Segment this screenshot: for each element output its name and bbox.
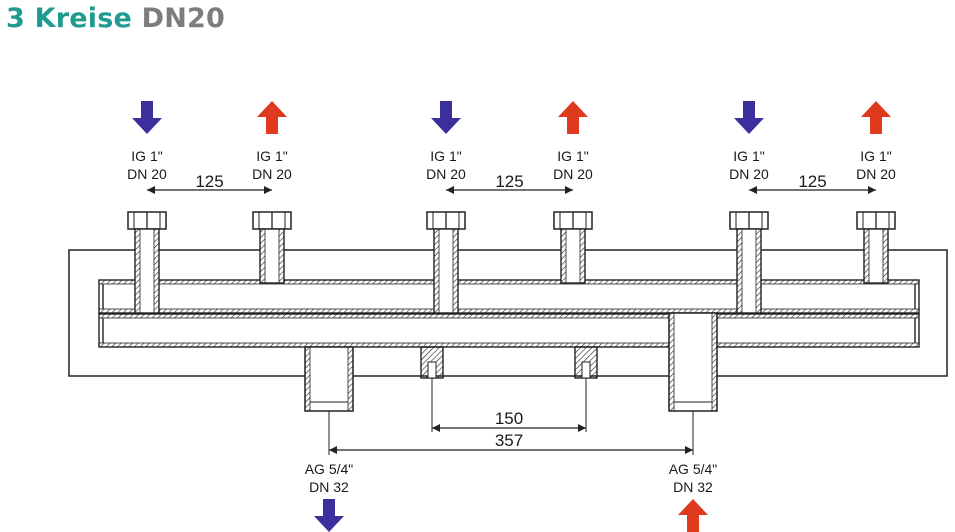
port-thread-label: AG 5/4" <box>305 461 354 477</box>
port-dn-label: DN 20 <box>252 166 292 182</box>
top-spacing-dimension-3: 125 <box>749 172 876 194</box>
port-dn-label: DN 20 <box>856 166 896 182</box>
sensor-socket-1 <box>420 346 444 379</box>
dimension-value: 125 <box>495 172 523 191</box>
dimension-value: 357 <box>495 431 523 450</box>
port-dn-label: DN 32 <box>673 479 713 495</box>
port-dn-label: DN 20 <box>426 166 466 182</box>
dimension-value: 125 <box>195 172 223 191</box>
upper-header-pipe <box>98 279 920 314</box>
housing-outline <box>68 249 948 377</box>
top-port-3: IG 1" DN 20 <box>426 101 466 314</box>
port-dn-label: DN 20 <box>553 166 593 182</box>
flow-arrow-down-icon <box>132 101 162 134</box>
main-connection-stub <box>668 312 718 412</box>
top-ports: IG 1" DN 20 IG 1" DN 20 IG 1" DN 20 IG 1" DN 20… <box>127 101 896 314</box>
top-port-1: IG 1" DN 20 <box>127 101 167 314</box>
sensor-spacing-dimension: 150 <box>432 409 586 432</box>
main-spacing-dimension: 357 <box>329 431 693 454</box>
return-arrow-up-icon <box>257 101 287 134</box>
bottom-port-2: AG 5/4" DN 32 <box>668 312 718 532</box>
top-spacing-dimension-1: 125 <box>147 172 272 194</box>
port-dn-label: DN 20 <box>127 166 167 182</box>
port-dn-label: DN 32 <box>309 479 349 495</box>
port-thread-label: IG 1" <box>557 148 588 164</box>
dimension-value: 150 <box>495 409 523 428</box>
return-arrow-up-icon <box>861 101 891 134</box>
flow-arrow-down-icon <box>734 101 764 134</box>
bottom-ports: AG 5/4" DN 32 AG 5/4" DN 32 <box>304 312 718 532</box>
flow-arrow-down-icon <box>314 499 344 532</box>
port-thread-label: IG 1" <box>733 148 764 164</box>
top-port-4: IG 1" DN 20 <box>553 101 593 284</box>
lower-header-pipe <box>98 313 920 348</box>
top-port-2: IG 1" DN 20 <box>252 101 292 284</box>
port-thread-label: IG 1" <box>131 148 162 164</box>
port-dn-label: DN 20 <box>729 166 769 182</box>
port-thread-label: IG 1" <box>430 148 461 164</box>
top-port-6: IG 1" DN 20 <box>856 101 896 284</box>
flow-arrow-down-icon <box>431 101 461 134</box>
title-circuit-count: 3 Kreise <box>6 3 132 34</box>
top-spacing-dimension-2: 125 <box>446 172 573 194</box>
port-thread-label: AG 5/4" <box>669 461 718 477</box>
title-pipe-size: DN20 <box>141 3 225 34</box>
port-thread-label: IG 1" <box>256 148 287 164</box>
main-connection-stub <box>304 346 354 412</box>
page-title: 3 Kreise DN20 <box>6 3 225 34</box>
top-port-5: IG 1" DN 20 <box>729 101 769 314</box>
port-thread-label: IG 1" <box>860 148 891 164</box>
dimensions: 125 125 125 150 357 <box>147 172 876 455</box>
return-arrow-up-icon <box>678 499 708 532</box>
sensor-socket-2 <box>574 346 598 379</box>
return-arrow-up-icon <box>558 101 588 134</box>
dimension-value: 125 <box>798 172 826 191</box>
